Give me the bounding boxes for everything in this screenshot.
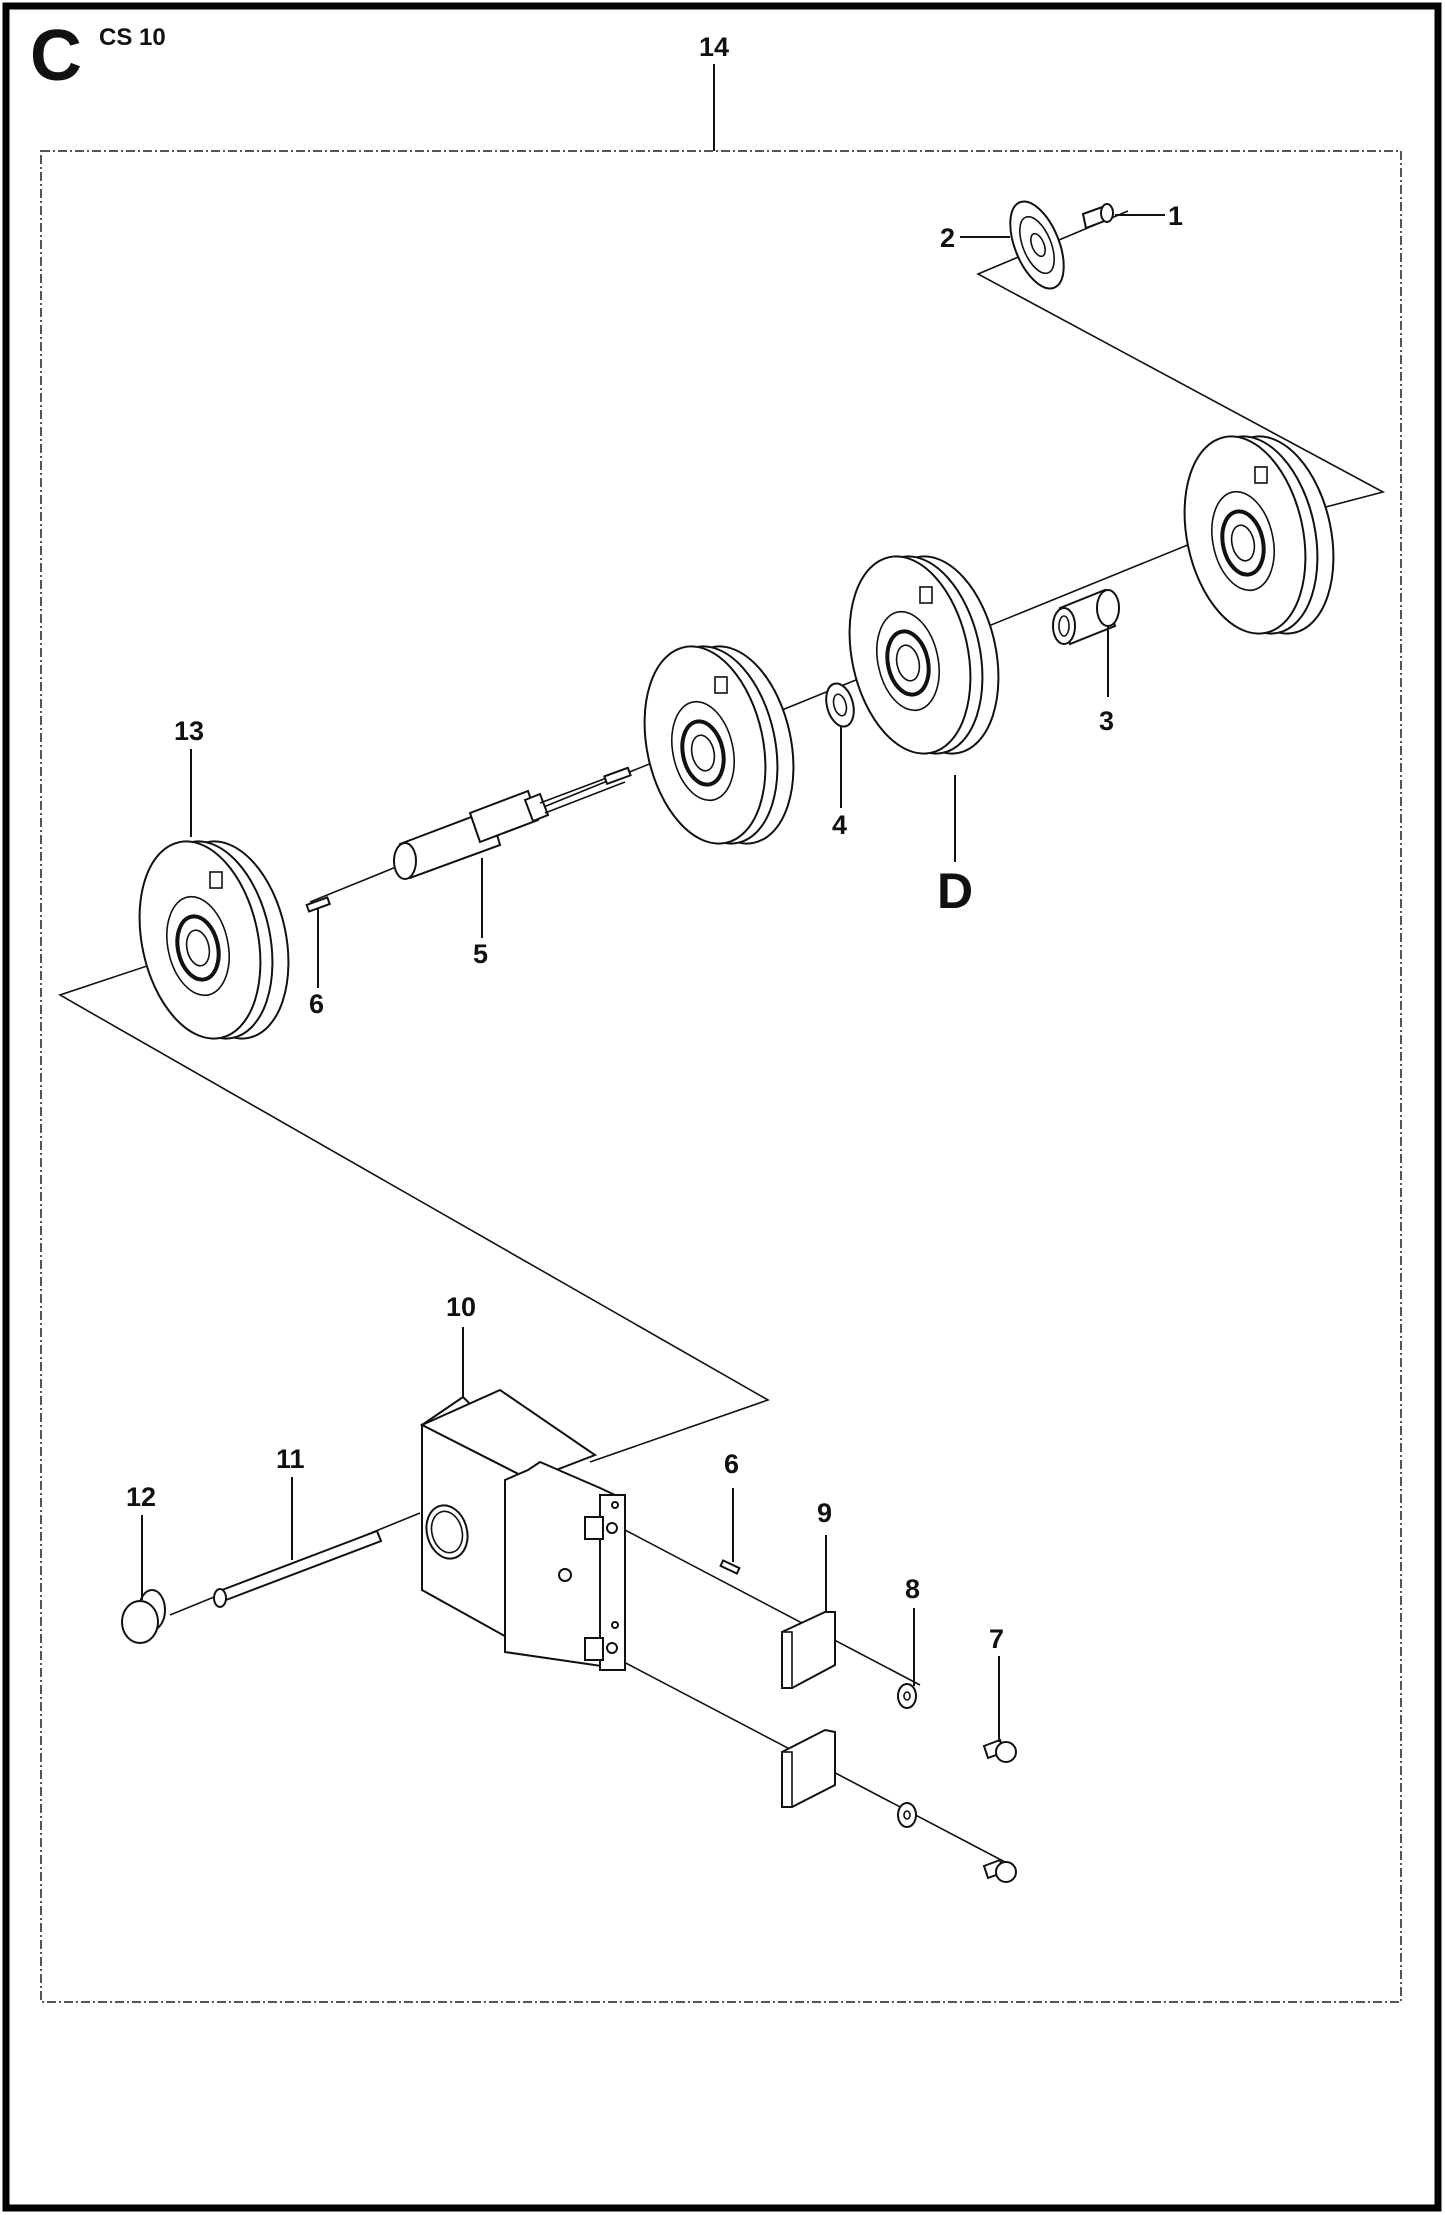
callout-5: 5 — [473, 939, 488, 969]
part-pulley-d — [830, 543, 1018, 767]
part-8-washer-upper — [897, 1683, 917, 1709]
section-letter: C — [30, 16, 82, 96]
explosion-lines — [58, 210, 1386, 1863]
part-pulley-right — [1165, 423, 1353, 647]
part-pulley-middle — [625, 633, 813, 857]
part-6-pin-upper — [305, 896, 331, 913]
callout-4: 4 — [832, 810, 847, 840]
callout-6-upper: 6 — [309, 989, 324, 1019]
callout-13: 13 — [174, 716, 204, 746]
callout-8: 8 — [905, 1574, 920, 1604]
part-6-pin-lower — [719, 1559, 741, 1575]
part-9-block-upper — [781, 1611, 836, 1689]
part-11-rod — [213, 1529, 383, 1608]
part-7-bolt-upper — [982, 1738, 1017, 1763]
callout-7: 7 — [989, 1624, 1004, 1654]
part-9-block-lower — [781, 1728, 836, 1808]
callout-9: 9 — [817, 1498, 832, 1528]
part-3-spacer-tube — [1052, 588, 1120, 646]
part-1-screw — [1081, 203, 1114, 230]
part-13-pulley — [120, 828, 308, 1052]
part-10-housing — [419, 1388, 626, 1671]
callout-6-lower: 6 — [724, 1449, 739, 1479]
part-8-washer-lower — [897, 1802, 917, 1828]
part-4-washer — [825, 682, 855, 728]
callout-12: 12 — [126, 1482, 156, 1512]
callout-14: 14 — [699, 32, 729, 62]
callout-3: 3 — [1099, 706, 1114, 736]
model-name: CS 10 — [99, 24, 166, 51]
assembly-boundary — [40, 150, 1402, 2003]
reference-letter-d: D — [937, 863, 973, 919]
callout-10: 10 — [446, 1292, 476, 1322]
part-2-washer-disc — [1009, 200, 1065, 290]
part-7-bolt-lower — [982, 1858, 1017, 1883]
part-5-axle — [393, 766, 632, 880]
callout-1: 1 — [1168, 201, 1183, 231]
callout-11: 11 — [276, 1444, 305, 1474]
part-12-knob — [121, 1589, 166, 1644]
callout-2: 2 — [940, 223, 955, 253]
